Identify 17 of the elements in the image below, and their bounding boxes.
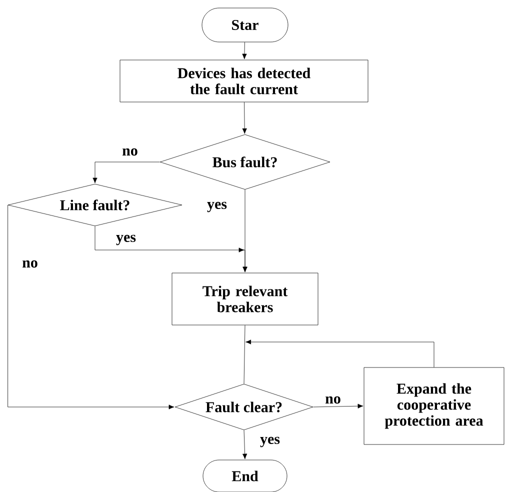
process-box: Trip relevant breakers: [172, 272, 318, 326]
edge-label: no: [22, 260, 38, 268]
arrow: [246, 340, 434, 368]
edge-label: no: [122, 148, 138, 156]
edge-label: yes: [260, 436, 280, 448]
arrow: [242, 42, 247, 60]
edge-label: yes: [116, 234, 136, 246]
arrow: [242, 102, 247, 134]
arrow: [8, 204, 174, 410]
arrow: [92, 162, 160, 184]
arrow: [94, 226, 248, 272]
edge-label: yes: [207, 202, 227, 212]
arrow: [313, 404, 364, 408]
arrow: [242, 430, 248, 460]
process-box: Devices has detected the fault current: [120, 60, 368, 102]
edge-label: no: [326, 396, 340, 404]
process-box: Expand the cooperative protection area: [364, 367, 504, 445]
